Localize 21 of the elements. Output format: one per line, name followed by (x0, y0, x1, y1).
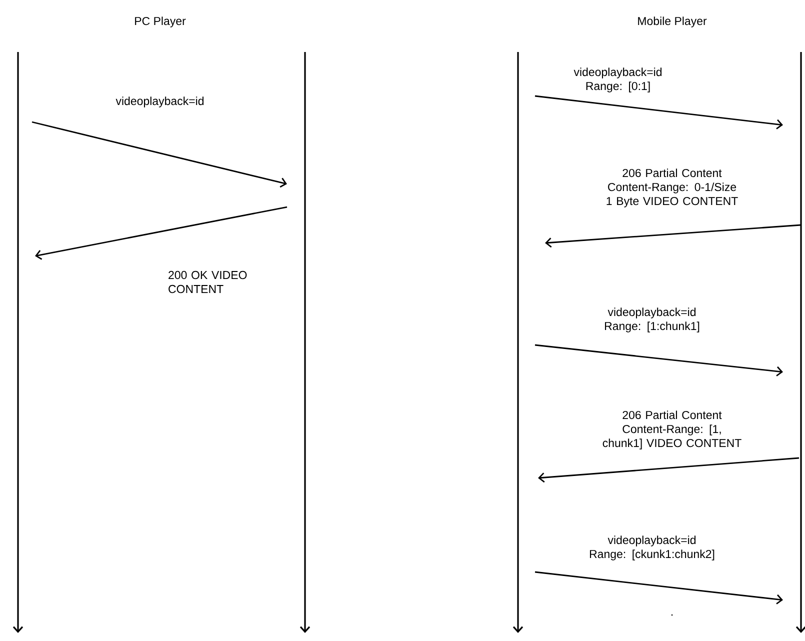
arrow (534, 571, 784, 604)
lifeline-heading: PC Player (135, 16, 186, 28)
edge-label: videoplayback=id Range: [1:chunk1] (605, 308, 700, 332)
edge-label: videoplayback=id Range: [ckunk1:chunk2] (590, 536, 714, 560)
arrow (534, 344, 783, 376)
arrow (538, 457, 800, 483)
edge-label: 206 Partial Content Content-Range: [1, chunk1] VIDEO CONTENT (602, 410, 742, 450)
lifeline-arrow (796, 52, 805, 634)
lifeline-arrow (12, 52, 24, 634)
lifeline-heading: Mobile Player (638, 16, 707, 28)
dot-text: . (671, 614, 673, 616)
arrow (32, 121, 287, 188)
arrow (545, 224, 802, 248)
lifeline-arrow (512, 52, 524, 634)
edge-label: videoplayback=id Range: [0:1] (574, 68, 662, 92)
edge-label: 200 OK VIDEO CONTENT (168, 270, 247, 294)
lifeline-arrow (300, 52, 310, 634)
edge-label: 206 Partial Content Content-Range: 0-1/Size 1 Byte VIDEO CONTENT (606, 168, 738, 208)
arrow (35, 206, 288, 260)
arrow (534, 95, 783, 130)
edge-label: videoplayback=id (116, 96, 204, 108)
